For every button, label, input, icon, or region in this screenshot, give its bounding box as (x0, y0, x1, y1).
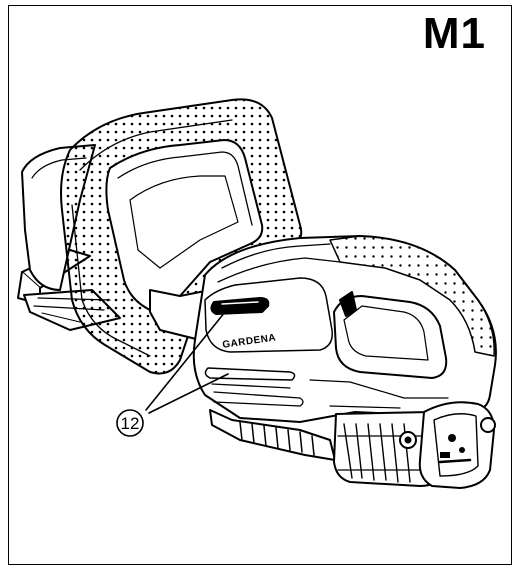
callout-circle (116, 409, 144, 437)
callout-leaders (145, 311, 229, 414)
end-plate (399, 401, 496, 489)
figure-frame (8, 5, 512, 565)
panel-label: M1 (422, 9, 486, 58)
motor-housing (192, 235, 497, 423)
base-ribs (209, 409, 336, 461)
callout-number: 12 (121, 414, 140, 433)
